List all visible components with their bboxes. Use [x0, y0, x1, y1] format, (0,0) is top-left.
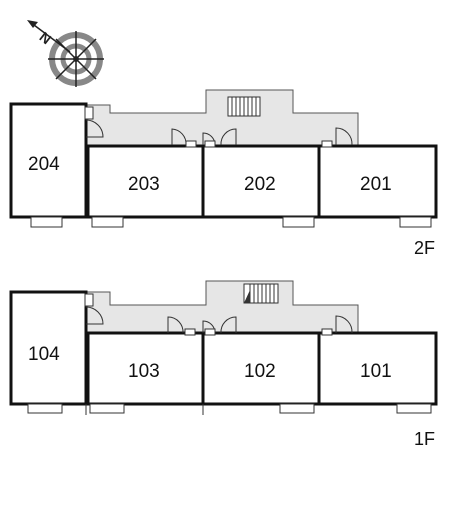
stair-icon [243, 283, 279, 304]
room-box-203 [86, 144, 205, 219]
door-icon [84, 293, 104, 325]
compass-north-label: N [37, 28, 55, 47]
window-icon [399, 216, 432, 228]
door-icon [84, 106, 104, 138]
floor-2f: 204 203 202 201 2F [9, 89, 438, 258]
door-icon [321, 315, 353, 336]
door-icon [321, 127, 353, 148]
compass-rose-icon [27, 20, 104, 87]
corridor-2f [85, 89, 359, 146]
door-icon [220, 316, 237, 334]
room-box-102 [201, 331, 321, 406]
window-icon [27, 403, 63, 414]
room-box-104 [9, 290, 88, 406]
floor-1f: 104 103 102 101 1F [9, 280, 438, 449]
window-icon [89, 403, 125, 414]
window-icon [279, 403, 315, 414]
door-icon [202, 320, 216, 336]
floor-label-2f: 2F [414, 238, 435, 258]
window-icon [282, 216, 315, 228]
window-icon [91, 216, 124, 228]
door-icon [167, 316, 196, 336]
door-icon [202, 132, 216, 148]
room-box-103 [86, 331, 205, 406]
stair-icon [227, 96, 261, 117]
door-icon [171, 128, 197, 148]
room-label-102: 102 [244, 361, 276, 382]
room-label-204: 204 [28, 154, 60, 175]
floor-label-1f: 1F [414, 429, 435, 449]
window-icon [30, 216, 63, 228]
door-icon [220, 128, 237, 146]
room-label-104: 104 [28, 344, 60, 365]
room-label-101: 101 [360, 361, 392, 382]
window-icon [396, 403, 432, 414]
room-label-103: 103 [128, 361, 160, 382]
room-label-203: 203 [128, 174, 160, 195]
room-label-202: 202 [244, 174, 276, 195]
room-label-201: 201 [360, 174, 392, 195]
room-box-101 [317, 331, 438, 406]
room-box-201 [317, 144, 438, 219]
